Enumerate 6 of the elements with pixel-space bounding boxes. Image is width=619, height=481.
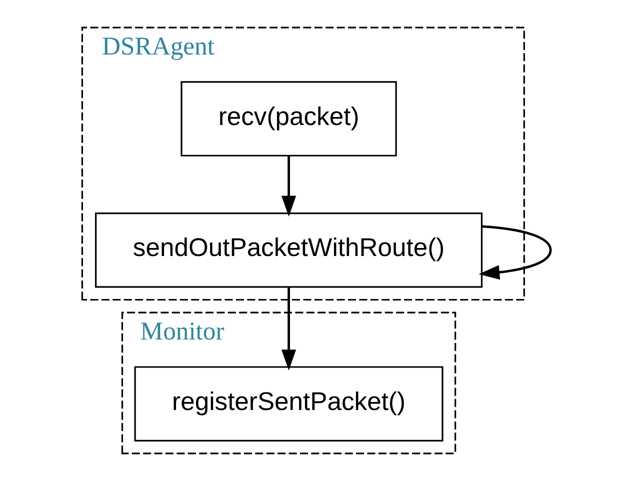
arrow [280, 287, 296, 370]
arrow [478, 225, 552, 280]
node-box: sendOutPacketWithRoute() [94, 212, 482, 288]
arrow [280, 156, 296, 217]
node-box: recv(packet) [180, 81, 396, 156]
node-box: registerSentPacket() [134, 366, 443, 442]
